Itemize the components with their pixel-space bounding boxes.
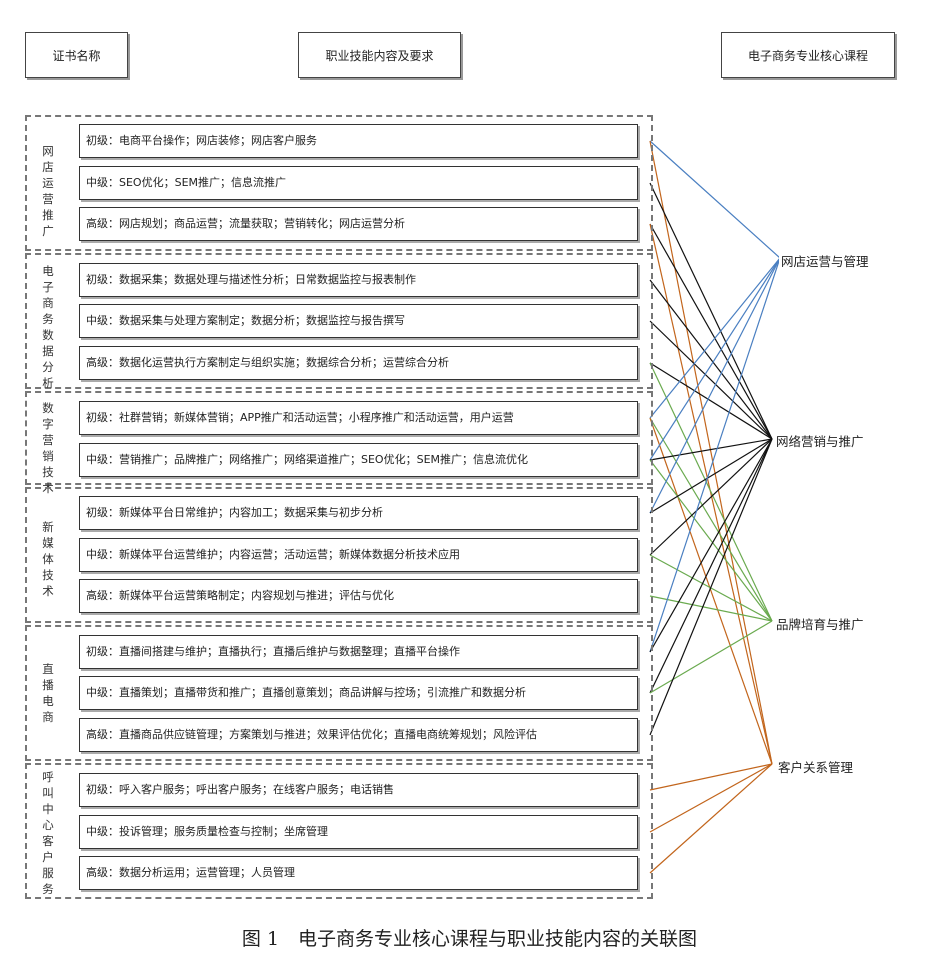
course-store-operation: 网店运营与管理 <box>779 251 871 270</box>
group-new-media <box>25 487 653 623</box>
link-line-blue <box>649 140 781 259</box>
skill-row: 中级：营销推广；品牌推广；网络推广；网络渠道推广；SEO优化；SEM推广；信息流… <box>79 443 638 477</box>
link-line-green <box>649 417 773 622</box>
link-line-blue <box>649 257 781 514</box>
group-live-commerce <box>25 625 653 761</box>
link-line-black <box>649 438 773 736</box>
link-line-black <box>649 223 773 440</box>
link-line-green <box>649 362 773 622</box>
group-digital-marketing <box>25 391 653 485</box>
link-line-black <box>649 362 773 440</box>
link-line-blue <box>649 257 781 461</box>
skill-row: 初级：数据采集；数据处理与描述性分析；日常数据监控与报表制作 <box>79 263 638 297</box>
link-line-black <box>649 279 773 440</box>
link-line-orange <box>649 763 773 874</box>
header-certificate: 证书名称 <box>25 32 128 78</box>
skill-row: 高级：网店规划；商品运营；流量获取；营销转化；网店运营分析 <box>79 207 638 241</box>
group-label: 新媒体技术 <box>42 520 54 598</box>
link-line-orange <box>649 763 773 791</box>
link-line-green <box>649 620 773 694</box>
group-online-store <box>25 115 653 251</box>
link-line-black <box>649 320 773 440</box>
skill-row: 初级：直播间搭建与维护；直播执行；直播后维护与数据整理；直播平台操作 <box>79 635 638 669</box>
link-line-blue <box>649 257 781 653</box>
link-line-black <box>649 438 773 461</box>
skill-row: 中级：直播策划；直播带货和推广；直播创意策划；商品讲解与控场；引流推广和数据分析 <box>79 676 638 710</box>
link-line-black <box>649 182 773 440</box>
group-data-analysis <box>25 253 653 389</box>
skill-row: 初级：电商平台操作；网店装修；网店客户服务 <box>79 124 638 158</box>
figure-caption: 图 1 电子商务专业核心课程与职业技能内容的关联图 <box>241 928 698 950</box>
skill-row: 初级：呼入客户服务；呼出客户服务；在线客户服务；电话销售 <box>79 773 638 807</box>
link-line-black <box>649 438 773 556</box>
skill-row: 高级：数据分析运用；运营管理；人员管理 <box>79 856 638 890</box>
link-line-orange <box>649 140 773 765</box>
skill-row: 高级：数据化运营执行方案制定与组织实施；数据综合分析；运营综合分析 <box>79 346 638 380</box>
group-label: 网店运营推广 <box>42 144 54 238</box>
link-line-orange <box>649 417 773 765</box>
link-line-black <box>649 438 773 653</box>
skill-row: 中级：SEO优化；SEM推广；信息流推广 <box>79 166 638 200</box>
link-line-black <box>649 438 773 514</box>
link-line-blue <box>649 257 781 419</box>
group-label: 数字营销技术 <box>42 401 54 495</box>
skill-row: 初级：社群营销；新媒体营销；APP推广和活动运营；小程序推广和活动运营，用户运营 <box>79 401 638 435</box>
group-label: 电子商务数据分析 <box>42 264 54 390</box>
course-brand-building: 品牌培育与推广 <box>774 614 866 633</box>
header-skills: 职业技能内容及要求 <box>298 32 461 78</box>
group-call-center <box>25 763 653 899</box>
skill-row: 中级：数据采集与处理方案制定；数据分析；数据监控与报告撰写 <box>79 304 638 338</box>
skill-row: 初级：新媒体平台日常维护；内容加工；数据采集与初步分析 <box>79 496 638 530</box>
header-courses: 电子商务专业核心课程 <box>721 32 895 78</box>
course-customer-relations: 客户关系管理 <box>776 757 856 776</box>
skill-row: 中级：新媒体平台运营维护；内容运营；活动运营；新媒体数据分析技术应用 <box>79 538 638 572</box>
link-line-orange <box>649 223 773 765</box>
link-line-orange <box>649 763 773 833</box>
group-label: 直播电商 <box>42 662 54 724</box>
link-line-green <box>649 595 773 622</box>
group-label: 呼叫中心客户服务 <box>42 770 54 896</box>
skill-row: 高级：直播商品供应链管理；方案策划与推进；效果评估优化；直播电商统筹规划；风险评… <box>79 718 638 752</box>
course-network-marketing: 网络营销与推广 <box>774 431 866 450</box>
skill-row: 中级：投诉管理；服务质量检查与控制；坐席管理 <box>79 815 638 849</box>
skill-row: 高级：新媒体平台运营策略制定；内容规划与推进；评估与优化 <box>79 579 638 613</box>
link-line-green <box>649 459 773 622</box>
link-line-black <box>649 438 773 694</box>
